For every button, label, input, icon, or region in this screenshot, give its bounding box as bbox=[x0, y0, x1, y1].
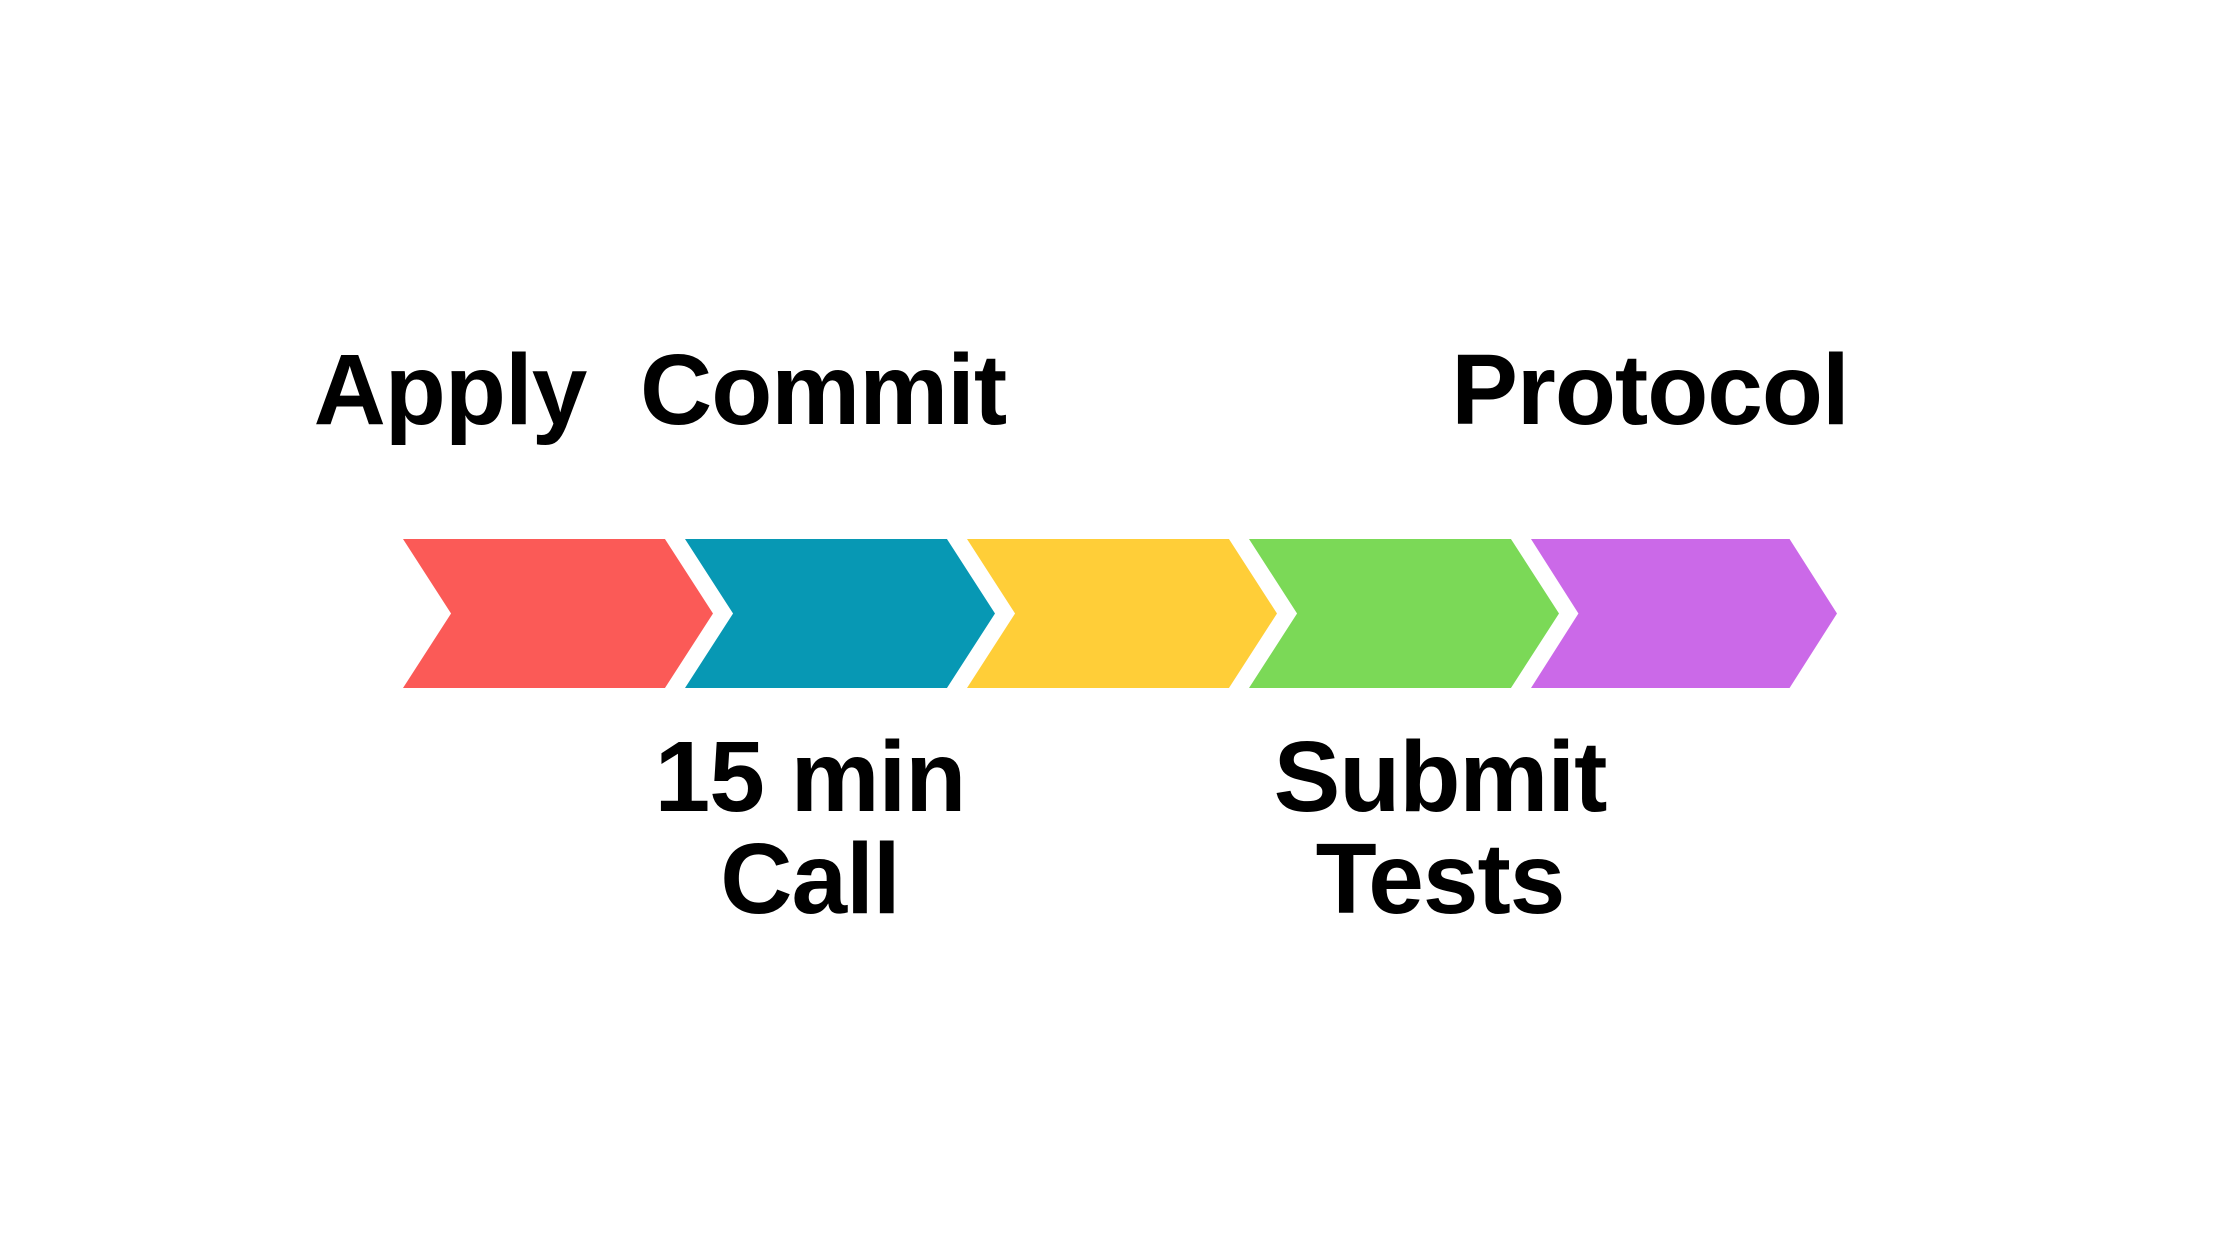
step-label-submit-tests: Submit Tests bbox=[1273, 721, 1608, 935]
chevron-arrow-4[interactable] bbox=[1249, 539, 1559, 688]
chevron-arrow-1[interactable] bbox=[403, 539, 713, 688]
chevron-band bbox=[0, 539, 2240, 688]
step-label-protocol: Protocol bbox=[1451, 334, 1850, 446]
chevron-arrow-3[interactable] bbox=[967, 539, 1277, 688]
chevron-arrow-2[interactable] bbox=[685, 539, 995, 688]
chevron-arrow-5[interactable] bbox=[1531, 539, 1837, 688]
step-label-apply: Apply bbox=[313, 334, 588, 446]
step-label-commit: Commit bbox=[640, 334, 1007, 446]
step-label-15-min-call: 15 min Call bbox=[654, 721, 967, 935]
